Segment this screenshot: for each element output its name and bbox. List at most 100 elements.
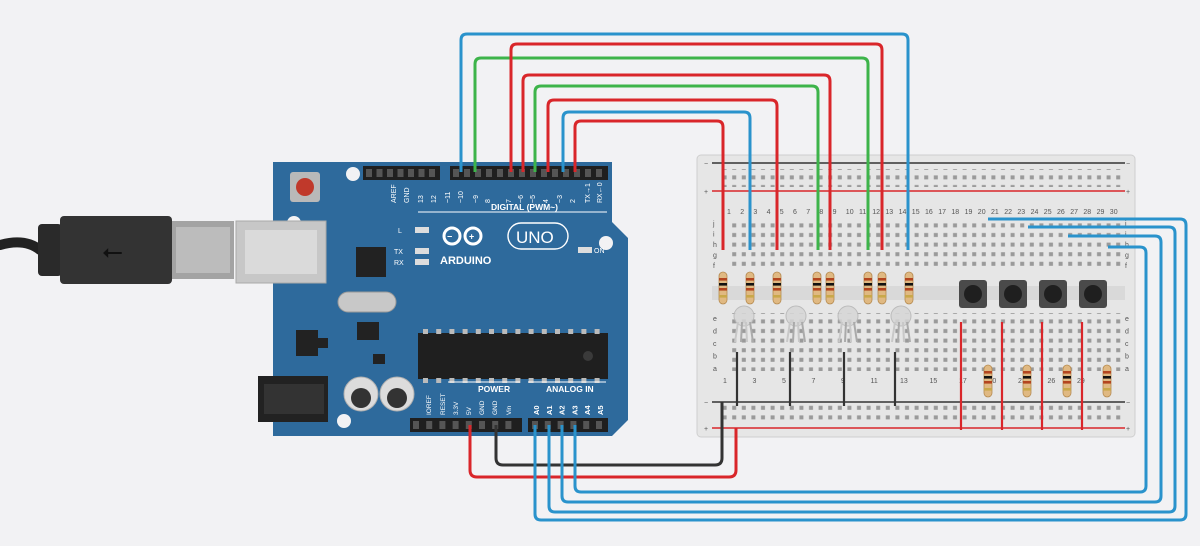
header-pin[interactable] — [453, 169, 459, 177]
wire-a0-blue — [533, 217, 1188, 522]
digital-pin-label: 13 — [418, 195, 425, 203]
rgb-led — [890, 305, 912, 343]
usb-jack-inner — [245, 230, 317, 274]
row-letter-right: b — [1125, 354, 1129, 361]
header-pin[interactable] — [387, 169, 393, 177]
header-pin[interactable] — [508, 169, 514, 177]
header-pin[interactable] — [408, 169, 414, 177]
header-pin[interactable] — [397, 169, 404, 177]
column-number: 25 — [1044, 209, 1052, 216]
power-pin-label: RESET — [440, 393, 447, 415]
usb-controller-chip — [356, 247, 386, 277]
small-ic-2 — [373, 354, 385, 364]
capacitor-top — [351, 388, 371, 408]
rgb-leds — [733, 305, 912, 343]
header-pin[interactable] — [464, 169, 470, 177]
rail-plus-bottom-right: + — [1126, 426, 1130, 433]
column-number: 11 — [871, 378, 878, 385]
row-letter-left: c — [713, 341, 717, 348]
column-number: 15 — [912, 209, 920, 216]
header-pin[interactable] — [479, 421, 485, 429]
column-number: 29 — [1097, 209, 1105, 216]
digital-pin-label: ~10 — [458, 191, 465, 203]
header-pin[interactable] — [570, 421, 577, 429]
wire-a1-blue — [547, 225, 1177, 514]
header-pin[interactable] — [486, 169, 492, 177]
header-pin[interactable] — [439, 421, 446, 429]
header-pin[interactable] — [418, 169, 425, 177]
push-buttons — [959, 280, 1107, 308]
arduino-uno-board: L TX RX ON − + ARDUINO UNO DIGITAL (PWM~… — [235, 162, 628, 436]
column-number: 13 — [900, 378, 908, 385]
analog-pin-label: A2 — [558, 405, 567, 415]
chip-pin — [449, 329, 455, 334]
power-header-label: POWER — [478, 384, 510, 394]
header-pin[interactable] — [429, 169, 435, 177]
header-pin[interactable] — [596, 169, 602, 177]
rail-minus-top-right: − — [1126, 161, 1130, 168]
digital-pin-label: ~6 — [518, 195, 525, 203]
digital-pin-label: RX←0 — [597, 182, 604, 203]
header-pin[interactable] — [596, 421, 602, 429]
rail-minus-bottom-right: − — [1126, 400, 1130, 407]
chip-pin — [594, 329, 600, 334]
column-number: 12 — [872, 209, 880, 216]
push-button[interactable] — [1079, 280, 1107, 308]
chip-pin — [581, 378, 587, 383]
power-pin-label: GND — [479, 400, 486, 415]
row-letter-left: e — [713, 316, 717, 323]
header-pin[interactable] — [574, 169, 580, 177]
header-pin[interactable] — [497, 169, 503, 177]
column-number: 23 — [1017, 209, 1025, 216]
chip-pins — [423, 329, 600, 383]
chip-pin — [475, 329, 481, 334]
header-pin[interactable] — [426, 421, 433, 429]
led-l — [415, 227, 429, 233]
chip-pin — [462, 378, 468, 383]
wire-pin10-blue — [459, 32, 910, 250]
digital-pin-label: 4 — [543, 199, 550, 203]
header-pin[interactable] — [376, 169, 383, 177]
chip-pin — [502, 329, 508, 334]
column-number: 19 — [965, 209, 973, 216]
header-pin[interactable] — [505, 421, 512, 429]
header-pin[interactable] — [413, 421, 419, 429]
header-pin[interactable] — [583, 421, 590, 429]
column-number: 3 — [753, 209, 757, 216]
wire-gnd-black — [494, 402, 724, 467]
row-letter-left: a — [713, 366, 717, 373]
column-number: 20 — [989, 378, 997, 385]
analog-pin-label: A4 — [583, 405, 592, 415]
row-letter-right: g — [1125, 253, 1129, 260]
reset-button-cap[interactable] — [296, 178, 314, 196]
header-pin[interactable] — [452, 421, 459, 429]
column-number: 16 — [925, 209, 933, 216]
rgb-led — [785, 305, 807, 343]
chip-pin — [502, 378, 508, 383]
header-pin[interactable] — [475, 169, 481, 177]
header-pin[interactable] — [366, 169, 372, 177]
push-button[interactable] — [959, 280, 987, 308]
column-number: 2 — [740, 209, 744, 216]
push-button[interactable] — [1039, 280, 1067, 308]
header-pin[interactable] — [530, 169, 536, 177]
row-letter-left: j — [712, 221, 715, 228]
bottom-rail-holes-1 — [722, 405, 1122, 414]
chip-pin — [436, 378, 442, 383]
chip-pin — [555, 329, 560, 334]
push-button[interactable] — [999, 280, 1027, 308]
chip-pin — [449, 378, 455, 383]
column-number: 17 — [938, 209, 946, 216]
column-number: 1 — [727, 209, 731, 216]
header-pin[interactable] — [552, 169, 558, 177]
column-number: 10 — [846, 209, 854, 216]
header-pin[interactable] — [541, 169, 547, 177]
header-pin[interactable] — [563, 169, 569, 177]
rail-plus-top-right: + — [1126, 189, 1130, 196]
header-pin[interactable] — [585, 169, 591, 177]
row-letter-right: j — [1124, 221, 1127, 228]
header-pin[interactable] — [519, 169, 525, 177]
chip-pin — [423, 378, 428, 383]
